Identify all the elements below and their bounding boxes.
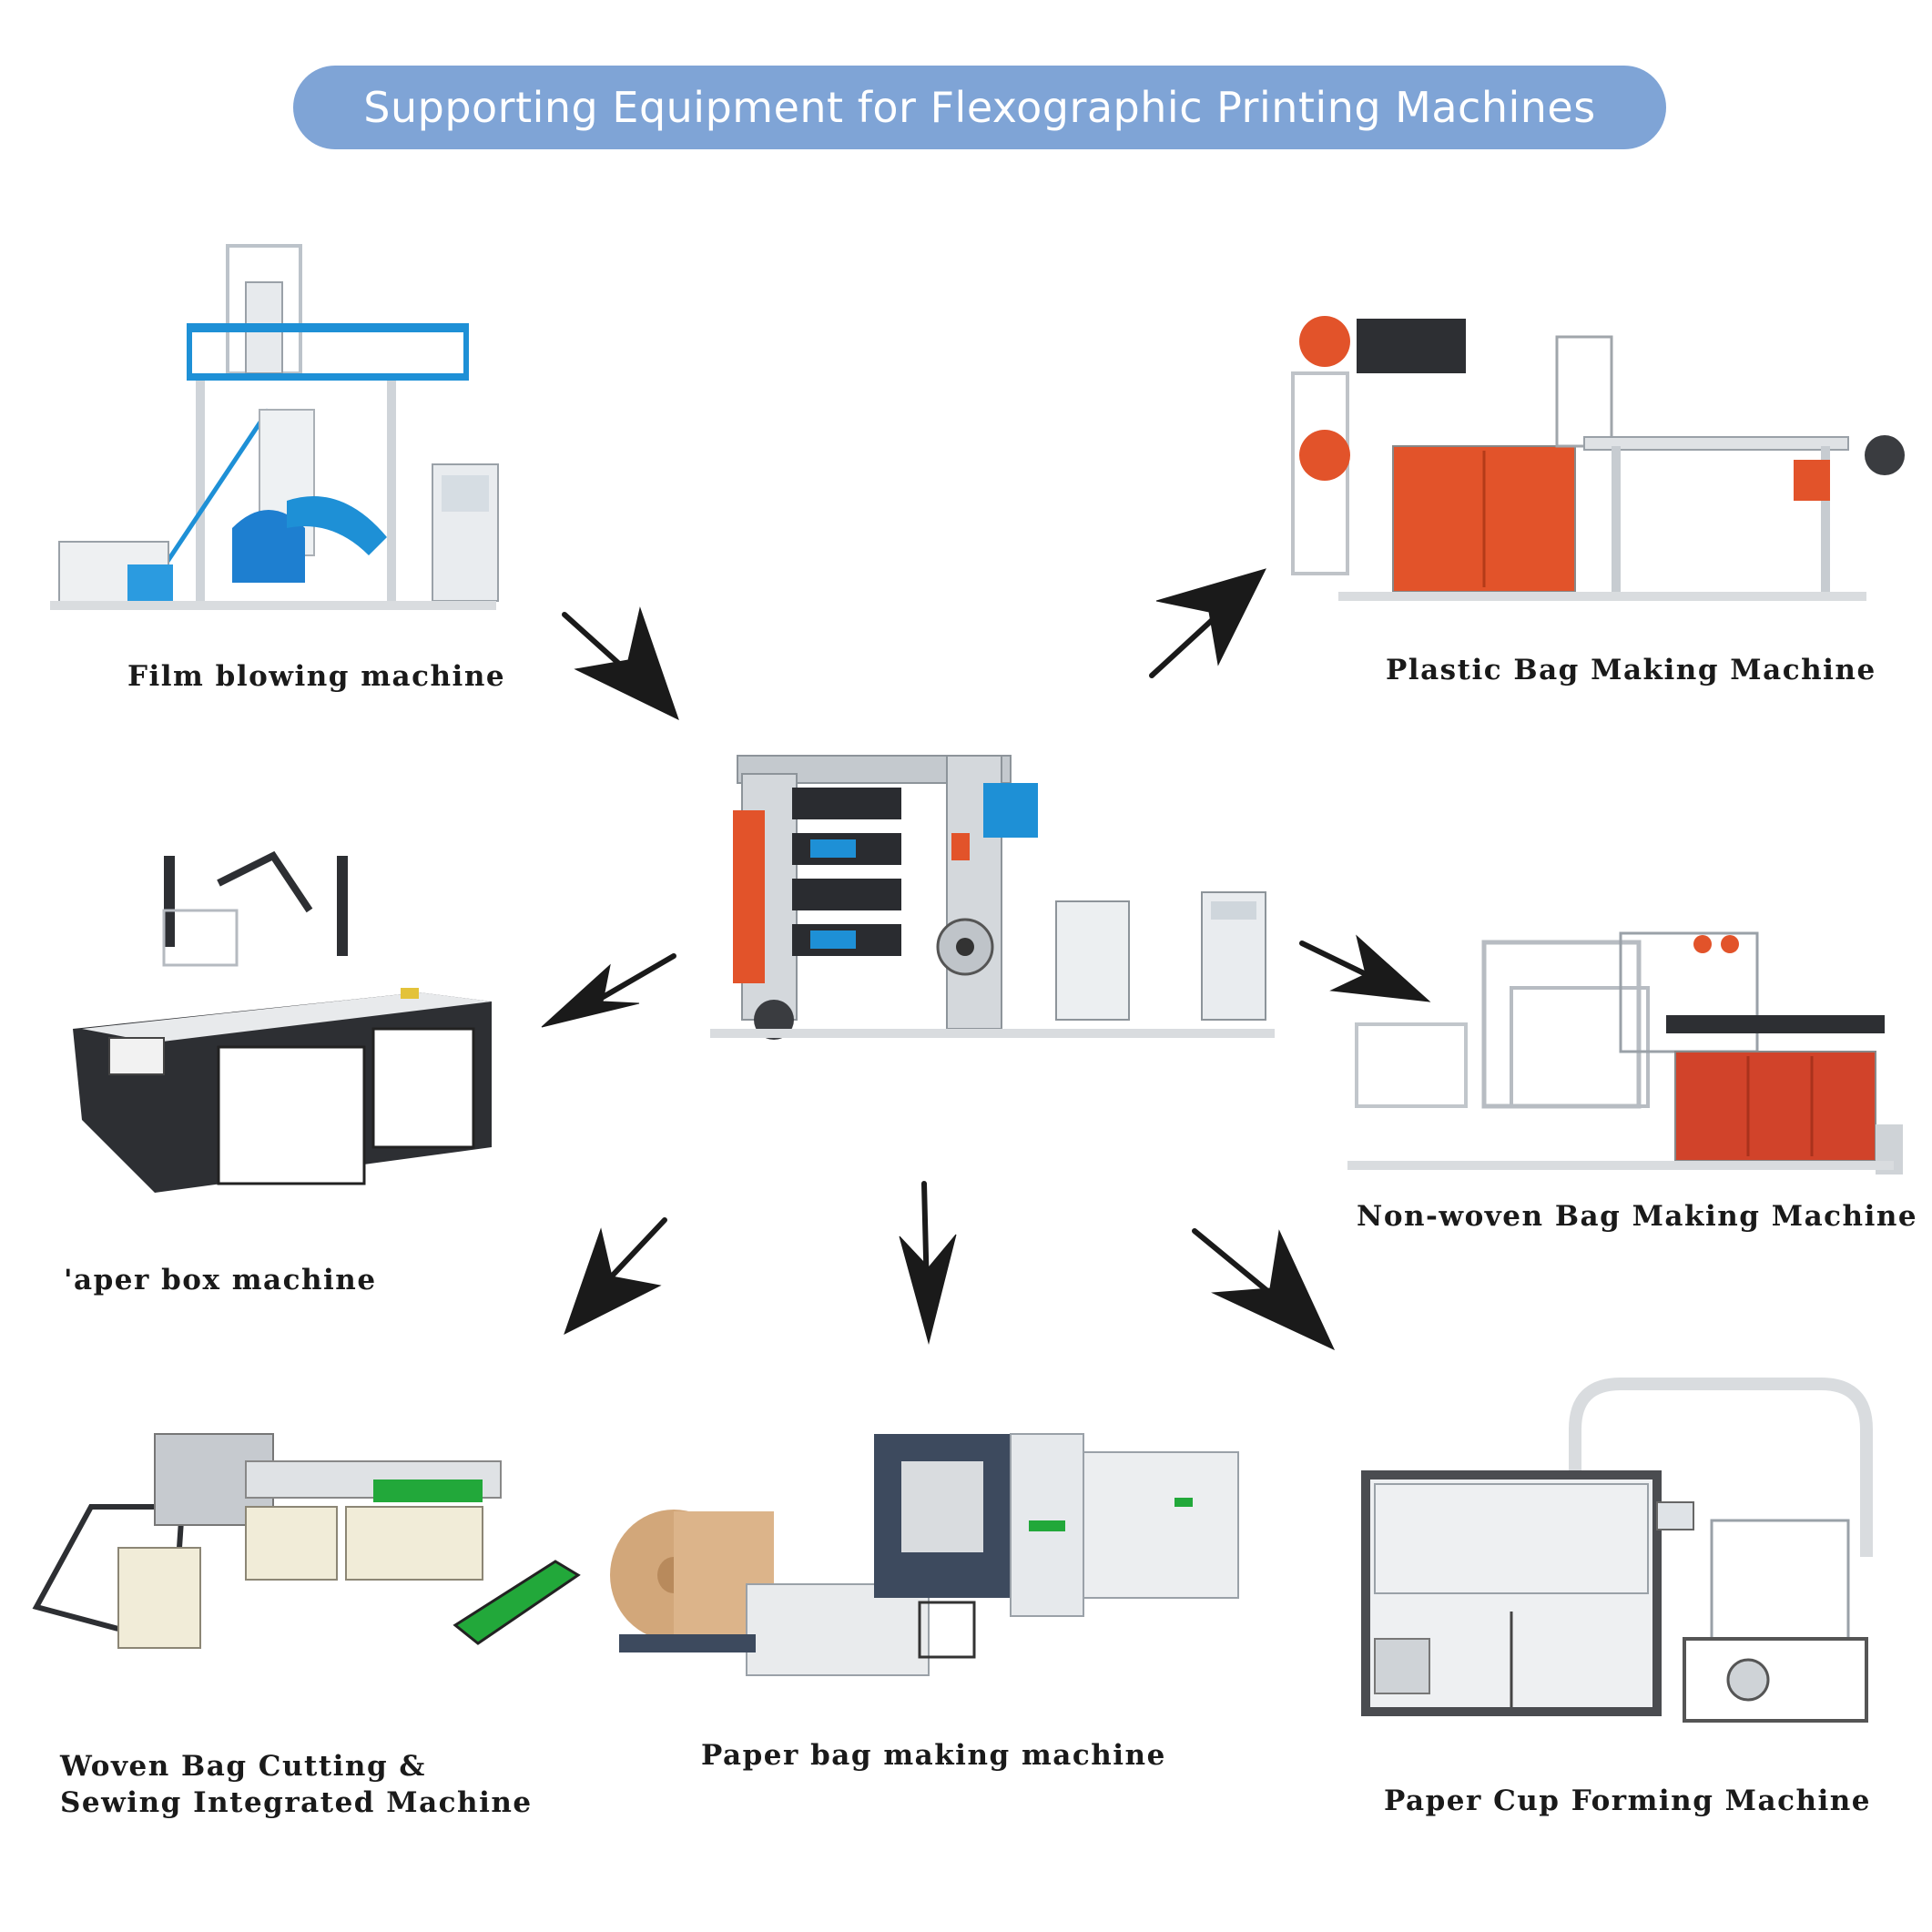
- arrow-center-to-woven-bag: [564, 1217, 667, 1336]
- arrow-center-to-paper-bag: [899, 1181, 957, 1345]
- plastic-bag-making-machine-label: Plastic Bag Making Machine: [1386, 654, 1876, 686]
- film-blowing-machine-label: Film blowing machine: [127, 660, 506, 693]
- paper-box-machine-label: 'aper box machine: [64, 1264, 377, 1296]
- paper-cup-forming-machine-image: [1338, 1366, 1903, 1730]
- arrow-film-to-center: [562, 606, 679, 720]
- paper-bag-making-machine-image: [601, 1416, 1256, 1689]
- paper-cup-forming-machine-label: Paper Cup Forming Machine: [1384, 1785, 1872, 1817]
- woven-bag-cutting-sewing-machine-label: Woven Bag Cutting & Sewing Integrated Ma…: [60, 1748, 533, 1821]
- arrow-center-to-paper-cup: [1192, 1228, 1336, 1351]
- arrow-center-to-paper-box: [541, 953, 676, 1028]
- paper-box-machine-image: [73, 847, 510, 1193]
- arrow-center-to-non-woven: [1299, 934, 1431, 1002]
- woven-bag-label-line-2: Sewing Integrated Machine: [60, 1786, 533, 1819]
- non-woven-bag-making-machine-label: Non-woven Bag Making Machine: [1357, 1200, 1918, 1233]
- title-banner: Supporting Equipment for Flexographic Pr…: [293, 66, 1666, 149]
- non-woven-bag-making-machine-image: [1347, 924, 1912, 1197]
- plastic-bag-making-machine-image: [1284, 310, 1912, 624]
- arrow-center-to-plastic-bag: [1149, 568, 1266, 678]
- woven-bag-label-line-1: Woven Bag Cutting &: [60, 1750, 426, 1783]
- film-blowing-machine-image: [50, 228, 514, 628]
- flexographic-printing-machine-image: [692, 719, 1293, 1065]
- paper-bag-making-machine-label: Paper bag making machine: [701, 1739, 1166, 1772]
- woven-bag-cutting-sewing-machine-image: [27, 1407, 592, 1680]
